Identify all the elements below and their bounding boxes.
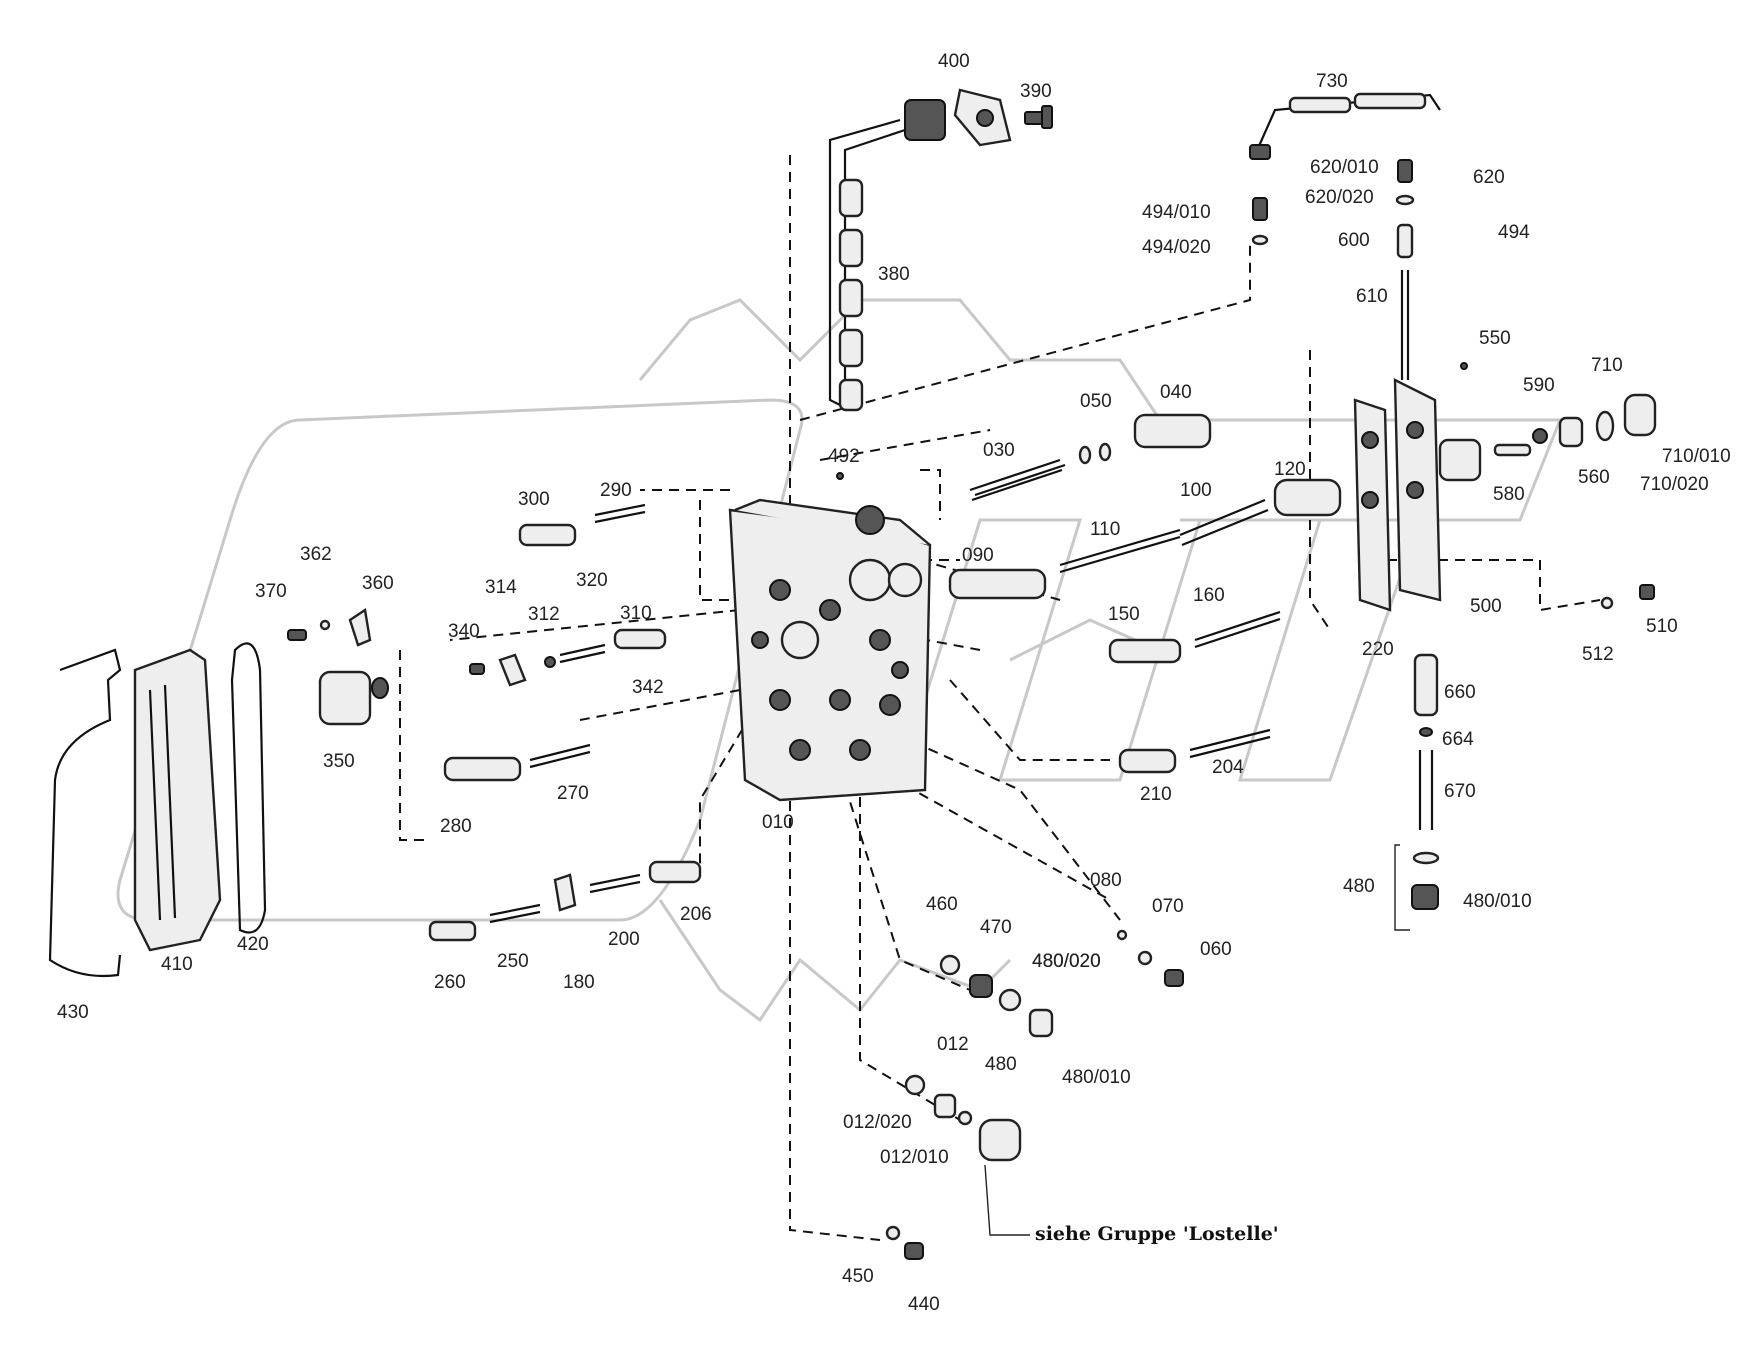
part-label: 510 — [1646, 616, 1678, 637]
group-reference-note: siehe Gruppe 'Lostelle' — [1035, 1223, 1279, 1245]
part-label: 290 — [600, 480, 632, 501]
part-label: 450 — [842, 1266, 874, 1287]
bolt-390 — [1024, 105, 1053, 129]
part-label: 204 — [1212, 757, 1244, 778]
part-label: 494 — [1498, 222, 1530, 243]
fittings-620-494-600-610 — [1251, 159, 1415, 380]
part-label: 380 — [878, 264, 910, 285]
plugs-460-470-480 — [939, 929, 1184, 1038]
part-label: 670 — [1444, 781, 1476, 802]
gasket-430 — [48, 648, 122, 978]
part-label: 310 — [620, 603, 652, 624]
pipe-730 — [1249, 92, 1441, 160]
bolt-510 — [1600, 584, 1655, 610]
part-label: 030 — [983, 440, 1015, 461]
bottom-left-spools — [428, 860, 702, 942]
part-label: 090 — [962, 545, 994, 566]
part-label: 500 — [1470, 596, 1502, 617]
part-label: 100 — [1180, 480, 1212, 501]
part-label: 012 — [937, 1034, 969, 1055]
part-label: 550 — [1479, 328, 1511, 349]
part-label: 314 — [485, 577, 517, 598]
part-label: 150 — [1108, 604, 1140, 625]
part-label: 250 — [497, 951, 529, 972]
part-label: 480/010 — [1463, 891, 1532, 912]
part-label: 010 — [762, 812, 794, 833]
part-label: 370 — [255, 581, 287, 602]
part-label: 390 — [1020, 81, 1052, 102]
part-label: 620/010 — [1310, 157, 1379, 178]
part-label: 200 — [608, 929, 640, 950]
part-label: 494/010 — [1142, 202, 1211, 223]
part-label: 580 — [1493, 484, 1525, 505]
part-label: 480/020 — [1032, 951, 1101, 972]
cover-410 — [133, 648, 222, 952]
part-label: 320 — [576, 570, 608, 591]
valve-parts-560-590-710 — [1493, 393, 1657, 457]
part-label: 600 — [1338, 230, 1370, 251]
valve-body-010 — [728, 498, 932, 802]
part-label: 610 — [1356, 286, 1388, 307]
part-label: 270 — [557, 783, 589, 804]
fitting-492 — [836, 362, 1468, 480]
part-label: 300 — [518, 489, 550, 510]
part-label: 480/020 — [1032, 951, 1101, 972]
valve-plate-500 — [1353, 378, 1482, 612]
part-label: 180 — [563, 972, 595, 993]
gasket-420 — [230, 642, 267, 934]
part-label: 260 — [434, 972, 466, 993]
part-label: 660 — [1444, 682, 1476, 703]
part-label: 430 — [57, 1002, 89, 1023]
part-label: 664 — [1442, 729, 1474, 750]
part-label: 360 — [362, 573, 394, 594]
part-label: 012/010 — [880, 1147, 949, 1168]
part-label: 460 — [926, 894, 958, 915]
part-label: 312 — [528, 604, 560, 625]
part-label: 080 — [1090, 870, 1122, 891]
springs-and-spools — [948, 413, 1342, 774]
part-label: 710/020 — [1640, 474, 1709, 495]
part-label: 440 — [908, 1294, 940, 1315]
part-label: 210 — [1140, 784, 1172, 805]
wiring-harness-380 — [828, 99, 946, 412]
part-label: 590 — [1523, 375, 1555, 396]
part-label: 480 — [1343, 876, 1375, 897]
plugs-012-440-450 — [885, 1074, 1030, 1260]
part-label: 494/020 — [1142, 237, 1211, 258]
part-labels: 400 390 730 620/010 620 620/020 494/010 494 494/… — [57, 51, 1731, 1315]
part-label: 340 — [448, 621, 480, 642]
valve-parts-660-670 — [1394, 653, 1440, 931]
part-label: 120 — [1274, 459, 1306, 480]
part-label: 480/010 — [1062, 1067, 1131, 1088]
part-label: 280 — [440, 816, 472, 837]
part-label: 160 — [1193, 585, 1225, 606]
part-label: 350 — [323, 751, 355, 772]
flange-400 — [953, 88, 1012, 147]
part-label: 730 — [1316, 71, 1348, 92]
part-label: 070 — [1152, 896, 1184, 917]
part-label: 620 — [1473, 167, 1505, 188]
part-label: 220 — [1362, 639, 1394, 660]
part-label: 420 — [237, 934, 269, 955]
part-label: 012/020 — [843, 1112, 912, 1133]
part-label: 710 — [1591, 355, 1623, 376]
part-label: 620/020 — [1305, 187, 1374, 208]
part-label: 480 — [985, 1054, 1017, 1075]
part-label: 710/010 — [1662, 446, 1731, 467]
part-label: 560 — [1578, 467, 1610, 488]
part-label: 512 — [1582, 644, 1614, 665]
part-label: 492 — [828, 446, 860, 467]
part-label: 050 — [1080, 391, 1112, 412]
part-label: 400 — [938, 51, 970, 72]
part-label: 206 — [680, 904, 712, 925]
part-label: 342 — [632, 677, 664, 698]
part-label: 060 — [1200, 939, 1232, 960]
part-label: 410 — [161, 954, 193, 975]
part-label: 040 — [1160, 382, 1192, 403]
left-spools — [287, 503, 667, 782]
part-label: 110 — [1090, 519, 1120, 540]
part-label: 470 — [980, 917, 1012, 938]
part-label: 362 — [300, 544, 332, 565]
